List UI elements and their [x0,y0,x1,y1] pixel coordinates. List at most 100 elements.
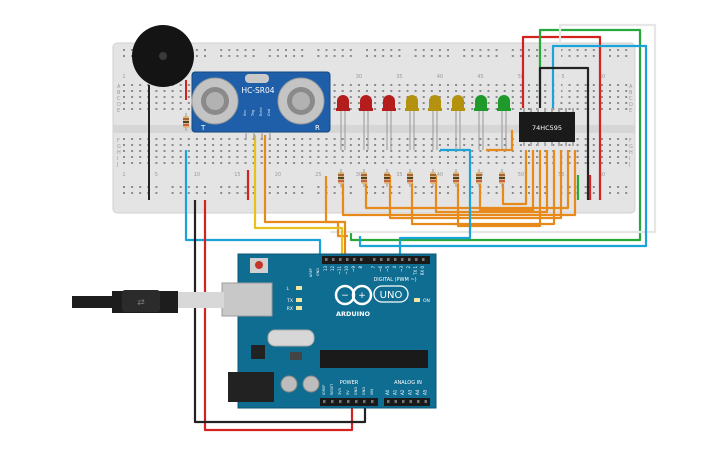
row-letter: E [117,108,120,114]
column-number: 35 [396,74,402,80]
row-letter: A [117,84,121,90]
row-letter: B [629,90,633,96]
power-pin-label: 3V3 [338,388,342,395]
usb-icon: ⇄ [137,298,145,308]
wire-black-top [538,66,590,200]
analog-pin-label: A0 [385,389,390,395]
digital-pin-label: ~9 [351,266,356,272]
column-number: 15 [234,172,240,178]
resistor[interactable] [183,113,189,131]
led[interactable] [382,95,396,150]
column-number: 10 [194,172,200,178]
row-letter: H [629,150,633,156]
led-label-tx: TX [286,298,293,304]
led[interactable] [451,95,465,150]
column-number: 35 [396,172,402,178]
column-number: 1 [122,172,125,178]
led[interactable] [359,95,373,150]
power-pin-label: IOREF [322,385,326,395]
digital-pin-label: ~5 [385,266,390,272]
resistor[interactable] [361,169,367,187]
power-pin-label: 5V [346,390,350,395]
resistor[interactable] [407,169,413,187]
column-number: 60 [599,172,605,178]
led-label-on: ON [423,298,430,304]
sensor-mark-r: R [315,124,320,132]
column-number: 60 [599,74,605,80]
digital-pin-label: 13 [323,266,328,272]
digital-pin-label: 7 [371,266,376,269]
row-letter: F [117,138,120,144]
column-number: 30 [356,172,362,178]
row-letter: C [117,96,121,102]
digital-header-label: DIGITAL (PWM ~) [373,277,416,283]
resistors [183,113,505,187]
arduino-model: UNO [380,290,403,301]
column-number: 40 [437,172,443,178]
led[interactable] [428,95,442,150]
chip-pins [523,108,574,146]
digital-pin-label: ~10 [344,266,349,275]
analog-pin-label: A4 [415,389,420,395]
row-letter: B [117,90,121,96]
resistor[interactable] [338,169,344,187]
aref-pin-label: AREF [309,268,313,277]
row-letter: A [629,84,633,90]
analog-pin-label: A5 [423,389,428,395]
arduino-logo: − + [334,284,373,306]
column-number: 25 [315,172,321,178]
analog-pin-label: A3 [408,389,413,395]
digital-pin-label: RX 0 [420,266,425,276]
row-letter: D [629,102,633,108]
row-letter: J [116,162,118,168]
sensor-label: HC-SR04 [241,86,274,95]
reset-button[interactable] [255,261,263,269]
svg-text:+: + [358,291,366,301]
resistor[interactable] [384,169,390,187]
wire-blue-long [184,150,322,256]
column-number: 1 [122,74,125,80]
resistor[interactable] [499,169,505,187]
led[interactable] [497,95,511,150]
row-letter: G [117,144,121,150]
led-label-rx: RX [287,306,293,312]
shift-register-chip[interactable]: 74HC595 [519,108,575,146]
sensor-pin-label: Trig [251,110,255,117]
resistor[interactable] [430,169,436,187]
column-number: 50 [518,172,524,178]
wire-blue-right [358,44,648,248]
digital-pin-label: ~11 [337,266,342,275]
power-pin-label: RESET [330,383,334,395]
piezo-buzzer[interactable] [132,25,194,200]
column-number: 30 [356,74,362,80]
resistor[interactable] [453,169,459,187]
wires [184,23,657,432]
digital-pin-label: 4 [392,266,397,269]
led[interactable] [474,95,488,150]
digital-pin-label: 12 [330,266,335,272]
row-letter: D [117,102,121,108]
sensor-mark-t: T [200,124,206,132]
chip-label: 74HC595 [532,124,562,132]
arduino-brand: ARDUINO [336,310,371,318]
column-number: 20 [275,172,281,178]
row-letter: I [117,156,118,162]
power-label: POWER [340,380,359,386]
digital-pin-label: 2 [406,266,411,269]
resistor[interactable] [476,169,482,187]
gnd-pin-label: GND [316,268,320,276]
led[interactable] [405,95,419,150]
power-pin-label: GND [354,387,358,395]
analog-pin-label: A1 [393,389,398,395]
leds [336,95,511,150]
column-number: 50 [518,74,524,80]
row-letter: I [629,156,630,162]
led[interactable] [336,95,350,150]
